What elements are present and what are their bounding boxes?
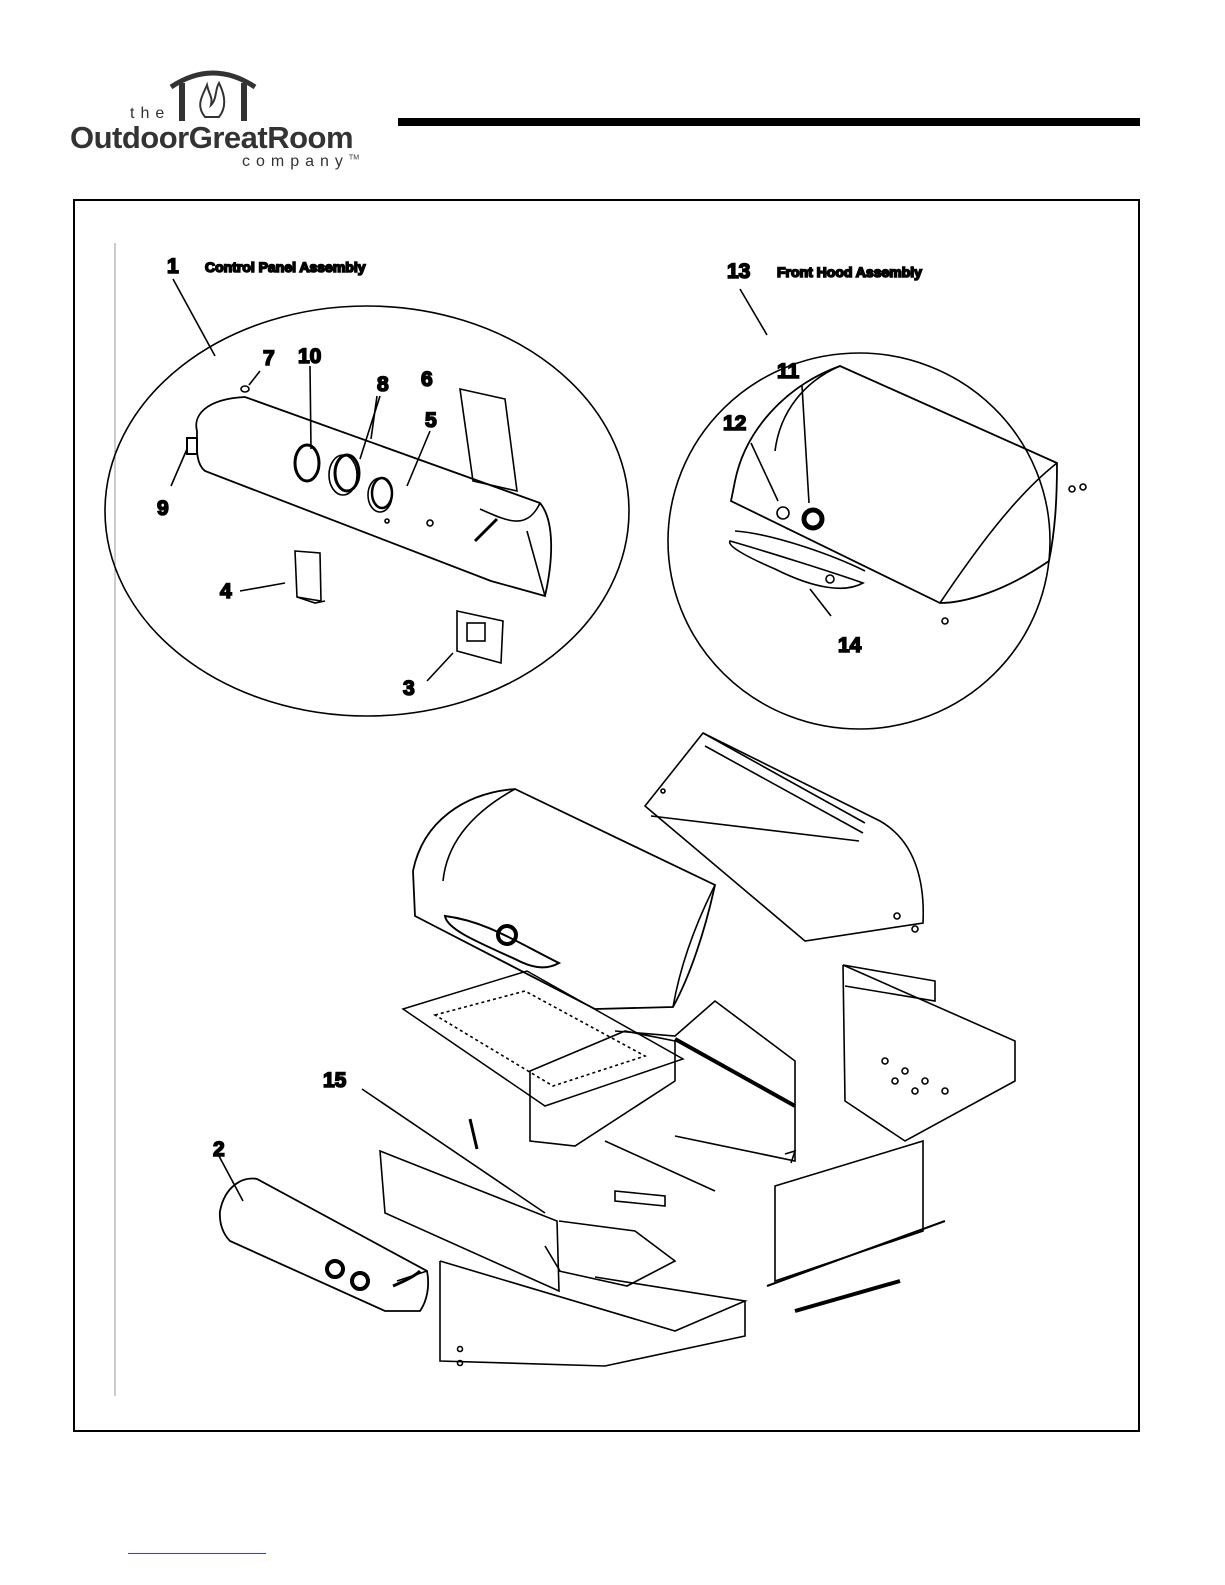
front-hood-callout [668,289,1086,729]
part-label-6: 6 [421,368,433,391]
front-hood-assembly-caption: Front Hood Assembly [777,264,922,280]
footer-link-underline [128,1553,266,1554]
exploded-parts-diagram: 1 Control Panel Assembly 13 Front Hood A… [75,201,1138,1430]
part-label-14: 14 [838,634,862,657]
part-label-5: 5 [425,409,437,432]
part-label-4: 4 [220,580,232,603]
logo-name-text: OutdoorGreatRoom [70,120,353,156]
header-rule [398,118,1140,126]
part-label-15: 15 [323,1069,347,1092]
parts-diagram-frame: 1 Control Panel Assembly 13 Front Hood A… [73,199,1140,1432]
company-logo: the OutdoorGreatRoom companyTM [60,65,380,175]
part-label-1: 1 [167,255,179,278]
part-label-12: 12 [723,412,746,435]
part-label-13: 13 [727,260,750,283]
part-label-9: 9 [157,497,169,520]
fireplace-flame-icon [165,65,261,125]
part-label-3: 3 [403,677,415,700]
part-label-11: 11 [777,360,800,383]
control-panel-callout [105,279,629,716]
part-label-10: 10 [298,345,321,368]
control-panel-assembly-caption: Control Panel Assembly [205,259,366,275]
part-label-7: 7 [263,347,275,370]
grill-exploded-view [219,733,1015,1366]
part-labels: 1 Control Panel Assembly 13 Front Hood A… [157,255,922,1161]
part-label-2: 2 [213,1138,225,1161]
logo-company-text: companyTM [242,153,359,171]
part-label-8: 8 [377,373,389,396]
